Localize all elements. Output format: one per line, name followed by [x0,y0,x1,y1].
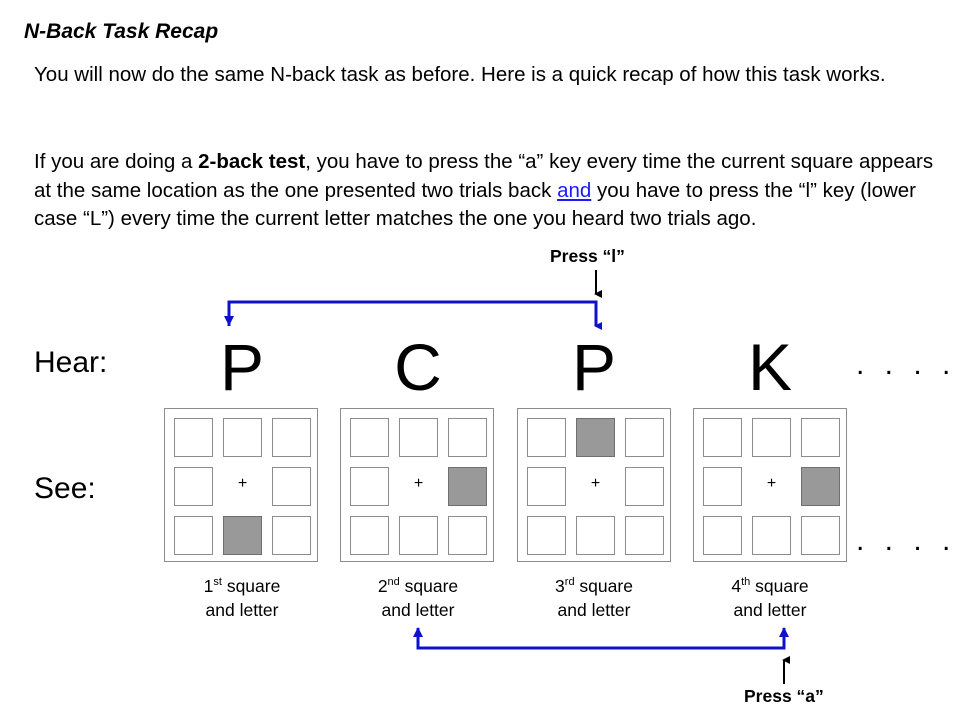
instruction-intro: If you are doing a [34,150,199,173]
fixation-cross: + [237,475,248,492]
square-match-bracket [413,627,789,650]
highlighted-square [576,418,615,457]
heard-letter-1: P [219,330,265,404]
letter-match-bracket [224,300,602,330]
grid-panel-2: + [340,408,494,562]
grid-panel-4: + [693,408,847,562]
grid-square [752,516,791,555]
highlighted-square [223,516,262,555]
grid-square [272,516,311,555]
grid-square [625,467,664,506]
grid-square [703,418,742,457]
press-l-label: Press “l” [550,246,625,266]
grid-panel-3: + [517,408,671,562]
grid-square [703,467,742,506]
grid-panel-1: + [164,408,318,562]
see-label: See: [34,472,96,505]
fixation-cross: + [590,475,601,492]
grid-square [625,418,664,457]
fixation-cross: + [766,475,777,492]
slide-title: N-Back Task Recap [24,20,219,43]
grid-square [625,516,664,555]
grid-square [752,418,791,457]
grid-square [350,418,389,457]
grid-square [272,467,311,506]
heard-letter-4: K [747,330,793,404]
grid-square [350,516,389,555]
grid-square [174,418,213,457]
instruction-middle: , you have to press the “a” key every ti… [34,150,934,202]
grid-square [223,418,262,457]
grid-square [448,516,487,555]
heard-letter-2: C [394,330,442,404]
grid-square [527,418,566,457]
press-a-label: Press “a” [744,686,824,706]
grid-square [576,516,615,555]
grid-square [272,418,311,457]
grid-square [448,418,487,457]
grid-square [174,516,213,555]
grid-square [527,467,566,506]
grid-square [527,516,566,555]
heard-letter-3: P [571,330,617,404]
intro-paragraph: You will now do the same N-back task as … [34,63,886,86]
grid-square [350,467,389,506]
and-link[interactable]: and [557,178,592,202]
highlighted-square [801,467,840,506]
grid-square [801,418,840,457]
ellipsis-hear: . . . . [856,348,957,381]
grid-square [399,418,438,457]
fixation-cross: + [413,475,424,492]
grid-square [399,516,438,555]
grid-square [703,516,742,555]
grid-square [174,467,213,506]
hear-label: Hear: [34,346,108,379]
instruction-end: you have to press the “l” key (lower cas… [34,178,916,231]
ellipsis-see: . . . . [856,524,957,557]
instruction-paragraph: If you are doing a 2-back test, you have… [34,148,934,234]
grid-square [801,516,840,555]
highlighted-square [448,467,487,506]
instruction-bold-2-back: 2-back test [198,150,306,173]
